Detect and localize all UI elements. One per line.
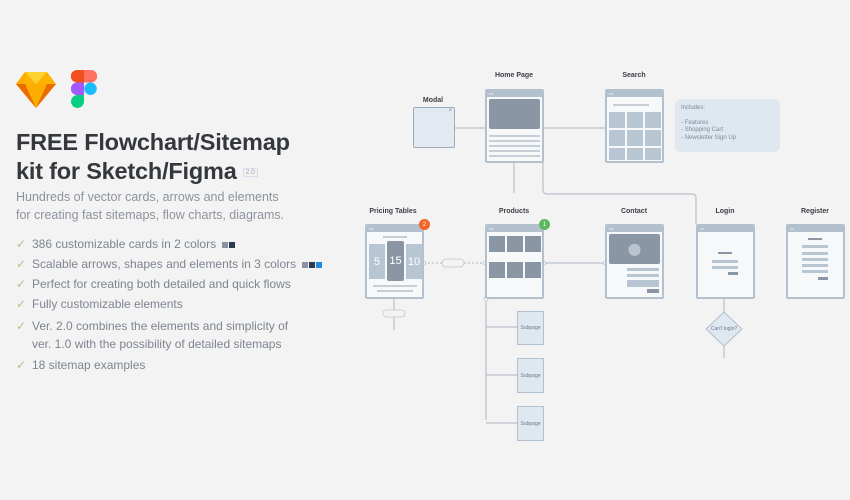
- feature-item: ✓386 customizable cards in 2 colors: [16, 235, 336, 253]
- check-icon: ✓: [16, 277, 27, 291]
- check-icon: ✓: [16, 319, 27, 333]
- figma-logo: [71, 70, 97, 108]
- check-icon: ✓: [16, 257, 27, 271]
- includes-note: Includes: - Features- Shopping Cart- New…: [675, 99, 780, 152]
- modal-label: Modal: [422, 97, 444, 104]
- pricing-card[interactable]: ••• 5 15 10: [365, 224, 424, 299]
- contact-label: Contact: [620, 208, 648, 215]
- login-label: Login: [715, 208, 735, 215]
- home-card[interactable]: •••: [485, 89, 544, 163]
- register-card[interactable]: •••: [786, 224, 845, 299]
- feature-item: ✓18 sitemap examples: [16, 358, 146, 372]
- subtitle: Hundreds of vector cards, arrows and ele…: [16, 190, 285, 222]
- map-pin-icon: ⬤: [609, 234, 660, 264]
- products-card[interactable]: •••: [485, 224, 544, 299]
- sketch-logo: [16, 72, 56, 108]
- check-icon: ✓: [16, 358, 27, 372]
- home-label: Home Page: [494, 72, 534, 79]
- decision-diamond: [705, 311, 743, 347]
- subpage-card[interactable]: Subpage: [517, 406, 544, 441]
- subpage-card[interactable]: Subpage: [517, 358, 544, 393]
- version-badge: 2.0: [242, 168, 258, 178]
- contact-card[interactable]: ••• ⬤: [605, 224, 664, 299]
- search-card[interactable]: •••: [605, 89, 664, 163]
- feature-item: ✓Perfect for creating both detailed and …: [16, 277, 291, 291]
- login-card[interactable]: •••: [696, 224, 755, 299]
- modal-card[interactable]: ×: [413, 107, 455, 148]
- pricing-badge: 2: [419, 219, 430, 230]
- check-icon: ✓: [16, 237, 27, 251]
- register-label: Register: [800, 208, 830, 215]
- check-icon: ✓: [16, 297, 27, 311]
- decision-label: Can't login?: [710, 326, 738, 332]
- close-icon: ×: [448, 108, 452, 114]
- subpage-card[interactable]: Subpage: [517, 311, 544, 345]
- products-label: Products: [498, 208, 530, 215]
- search-label: Search: [622, 72, 646, 79]
- pricing-label: Pricing Tables: [369, 208, 417, 215]
- feature-item: ✓Scalable arrows, shapes and elements in…: [16, 255, 336, 273]
- products-badge: 1: [539, 219, 550, 230]
- feature-item: ✓Ver. 2.0 combines the elements and simp…: [16, 319, 289, 351]
- feature-item: ✓Fully customizable elements: [16, 297, 183, 311]
